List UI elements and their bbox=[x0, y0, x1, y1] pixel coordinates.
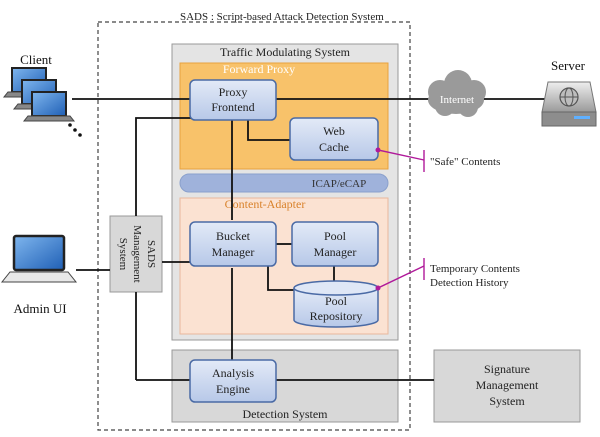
sads-title: SADS : Script-based Attack Detection Sys… bbox=[180, 11, 384, 23]
sads-management-system bbox=[109, 215, 163, 293]
sads-boundary bbox=[97, 21, 411, 431]
analysis-engine-line-2: Engine bbox=[216, 382, 250, 396]
proxy-frontend-line-1: Proxy bbox=[219, 85, 248, 99]
management-line-2: Management bbox=[131, 225, 143, 282]
web-cache-box bbox=[289, 117, 379, 161]
pool-manager-line-2: Manager bbox=[314, 245, 357, 259]
internet-label: Internet bbox=[440, 94, 474, 106]
web-cache-line-1: Web bbox=[323, 124, 345, 138]
client-label: Client bbox=[20, 52, 52, 67]
proxy-frontend-line-2: Frontend bbox=[211, 100, 254, 114]
annotation-callouts bbox=[377, 149, 425, 289]
temp-contents-line-1: Temporary Contents bbox=[430, 263, 520, 275]
bucket-manager-line-2: Manager bbox=[212, 245, 255, 259]
admin-ui-label: Admin UI bbox=[13, 301, 66, 316]
web-cache-line-2: Cache bbox=[319, 140, 349, 154]
temp-contents-line-2: Detection History bbox=[430, 277, 509, 289]
pool-manager-box bbox=[291, 221, 379, 267]
bucket-manager-box bbox=[189, 221, 277, 267]
forward-proxy-label: Forward Proxy bbox=[223, 62, 295, 76]
signature-line-3: System bbox=[489, 394, 525, 408]
content-adapter-label: Content-Adapter bbox=[225, 197, 306, 211]
server-label: Server bbox=[551, 58, 586, 73]
signature-management-system bbox=[433, 349, 581, 423]
admin-laptop-icon bbox=[0, 234, 78, 283]
analysis-engine-line-1: Analysis bbox=[212, 366, 254, 380]
client-laptops-icon bbox=[2, 67, 76, 122]
signature-line-1: Signature bbox=[484, 362, 530, 376]
internet-cloud-icon bbox=[428, 70, 486, 117]
icap-label: ICAP/eCAP bbox=[312, 178, 366, 190]
detection-system-label: Detection System bbox=[243, 407, 329, 421]
analysis-engine-box bbox=[189, 359, 277, 403]
pool-repository-cylinder bbox=[293, 280, 379, 328]
proxy-frontend-box bbox=[189, 79, 277, 121]
bucket-manager-line-1: Bucket bbox=[216, 229, 251, 243]
safe-contents-label: "Safe" Contents bbox=[430, 156, 500, 168]
pool-repository-line-2: Repository bbox=[310, 309, 363, 323]
server-icon bbox=[541, 81, 597, 127]
management-line-1: SADS bbox=[145, 240, 157, 268]
annotation-dots bbox=[375, 147, 381, 291]
pool-manager-line-1: Pool bbox=[324, 229, 347, 243]
more-clients-ellipsis-icon bbox=[68, 123, 82, 137]
pool-repository-line-1: Pool bbox=[325, 294, 348, 308]
management-line-3: System bbox=[117, 238, 129, 271]
tms-title: Traffic Modulating System bbox=[220, 45, 351, 59]
signature-line-2: Management bbox=[476, 378, 539, 392]
